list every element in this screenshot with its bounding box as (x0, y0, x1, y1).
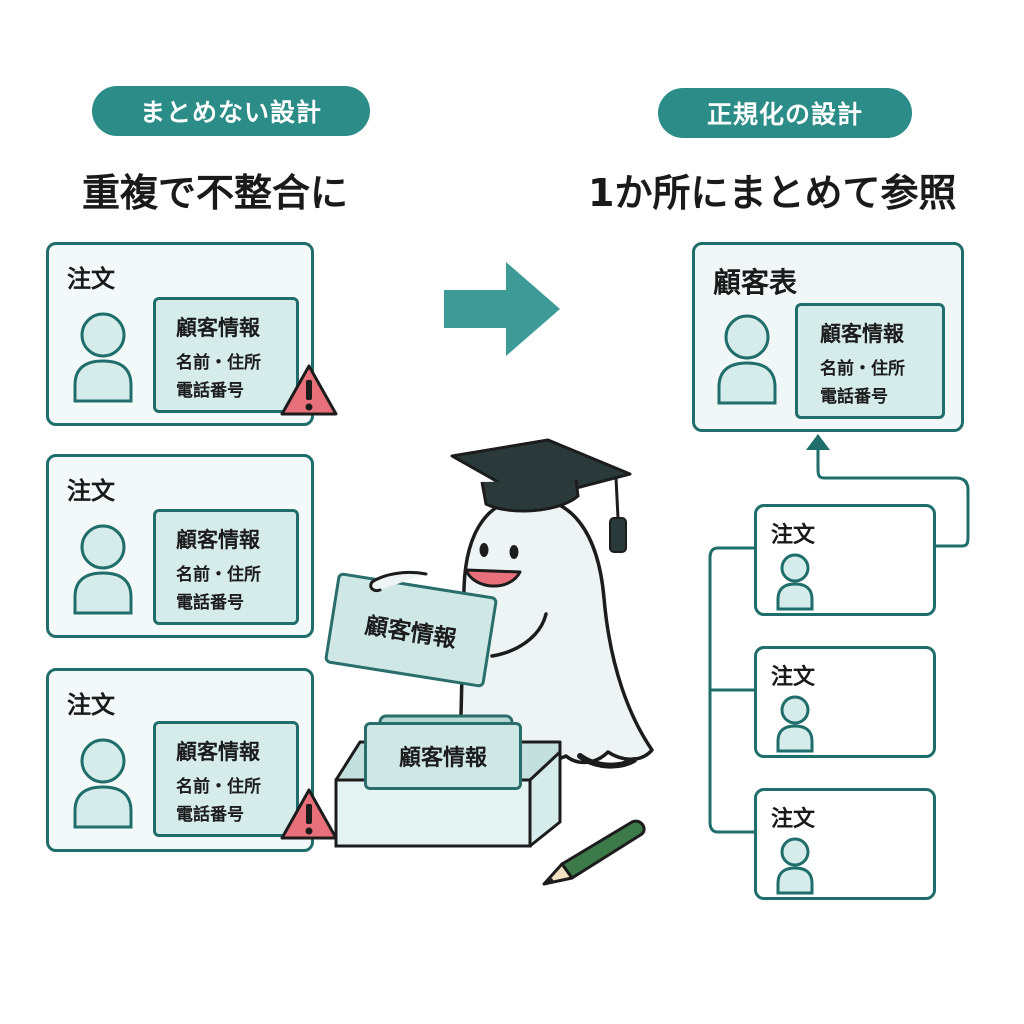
customer-info-title: 顧客情報 (820, 322, 904, 346)
left-order-card-3: 注文 顧客情報 名前・住所 電話番号 (46, 668, 314, 852)
left-label-pill: まとめない設計 (92, 86, 370, 136)
box-card-label: 顧客情報 (398, 746, 487, 771)
right-label-pill: 正規化の設計 (658, 88, 912, 138)
order-card-title: 注文 (771, 665, 816, 690)
customer-info-name-address: 名前・住所 (176, 353, 261, 373)
person-icon (776, 695, 814, 753)
customer-info-name-address: 名前・住所 (176, 565, 261, 585)
right-arrow-icon (444, 262, 560, 356)
customer-info-name-address: 名前・住所 (176, 777, 261, 797)
right-order-card-3: 注文 (754, 788, 936, 900)
customer-info-title: 顧客情報 (176, 316, 260, 340)
person-icon (73, 738, 133, 829)
order-card-title: 注文 (771, 807, 816, 832)
person-icon (73, 524, 133, 615)
customer-info-name-address: 名前・住所 (820, 359, 905, 379)
order-card-title: 注文 (67, 265, 115, 293)
customer-info-title: 顧客情報 (176, 528, 260, 552)
right-heading: 1か所にまとめて参照 (588, 171, 957, 215)
customer-info-phone: 電話番号 (176, 805, 244, 825)
left-order-card-1: 注文 顧客情報 名前・住所 電話番号 (46, 242, 314, 426)
right-order-card-1: 注文 (754, 504, 936, 616)
right-order-card-2: 注文 (754, 646, 936, 758)
customer-info-box: 顧客情報 名前・住所 電話番号 (153, 721, 299, 837)
person-icon (73, 312, 133, 403)
customer-table-card: 顧客表 顧客情報 名前・住所 電話番号 (692, 242, 964, 432)
person-icon (776, 837, 814, 895)
customer-info-phone: 電話番号 (176, 381, 244, 401)
reference-connector-lines (708, 434, 970, 834)
order-card-title: 注文 (771, 523, 816, 548)
left-label-text: まとめない設計 (139, 98, 322, 127)
right-label-text: 正規化の設計 (706, 100, 863, 129)
customer-info-phone: 電話番号 (176, 593, 244, 613)
customer-info-box: 顧客情報 名前・住所 電話番号 (795, 303, 945, 419)
customer-info-title: 顧客情報 (176, 740, 260, 764)
mascot-ghost-illustration (450, 438, 654, 769)
left-heading: 重複で不整合に (82, 171, 349, 215)
customer-info-box: 顧客情報 名前・住所 電話番号 (153, 509, 299, 625)
order-card-title: 注文 (67, 477, 115, 505)
held-card-label: 顧客情報 (363, 612, 458, 653)
customer-info-phone: 電話番号 (820, 387, 888, 407)
warning-icon (280, 788, 338, 840)
customer-info-box: 顧客情報 名前・住所 電話番号 (153, 297, 299, 413)
customer-table-title: 顧客表 (713, 266, 798, 299)
order-card-title: 注文 (67, 691, 115, 719)
warning-icon (280, 364, 338, 416)
left-order-card-2: 注文 顧客情報 名前・住所 電話番号 (46, 454, 314, 638)
mascot-hand (369, 570, 428, 592)
person-icon (717, 314, 777, 405)
box-customer-info-card: 顧客情報 (364, 722, 522, 790)
person-icon (776, 553, 814, 611)
pencil-icon (542, 819, 646, 886)
